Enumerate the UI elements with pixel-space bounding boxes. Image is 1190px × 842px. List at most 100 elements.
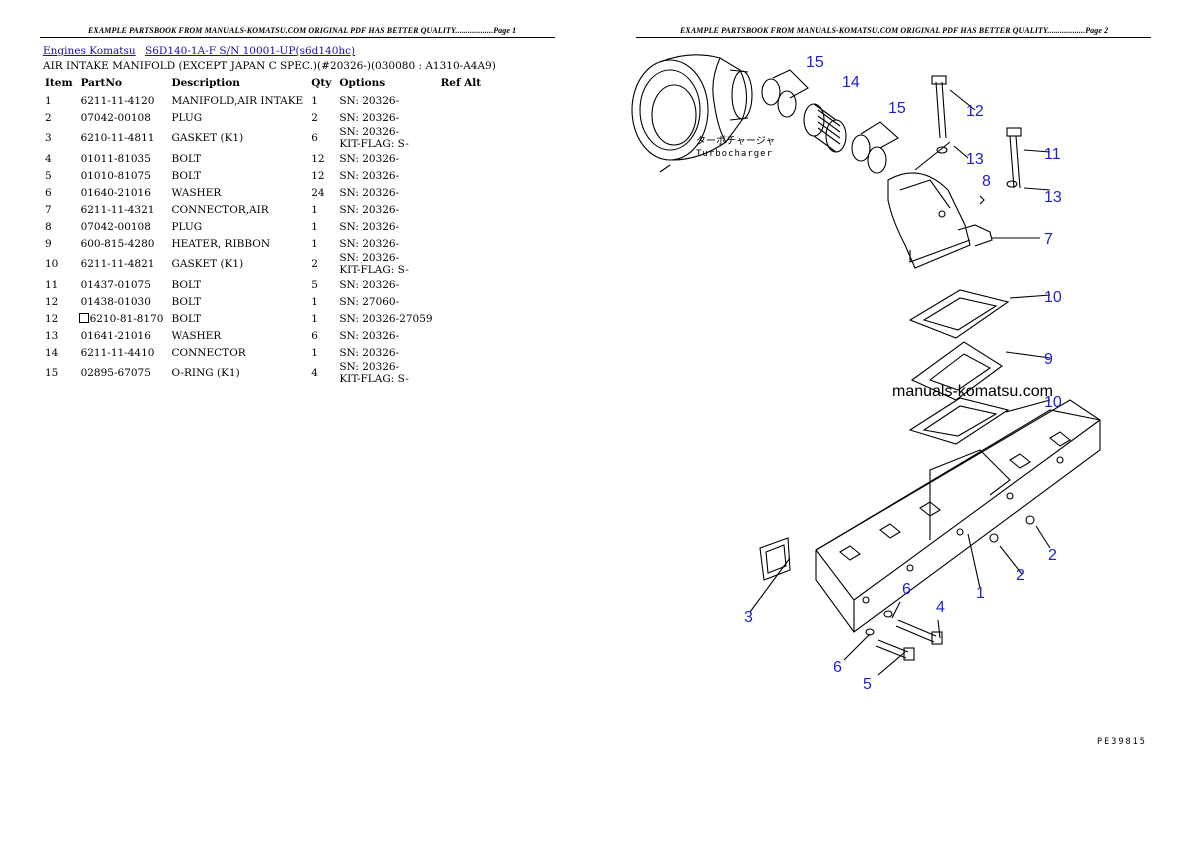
cell-refalt: [437, 218, 486, 235]
cell-partno: 01640-21016: [77, 184, 168, 201]
cell-qty: 1: [311, 346, 318, 359]
cell-qty: 12: [311, 152, 325, 165]
partno-text: 01011-81035: [80, 152, 151, 165]
cell-description: PLUG: [171, 220, 203, 233]
option-sn: SN: 20326-: [339, 152, 400, 165]
cell-options: SN: 20326-27059: [335, 310, 436, 327]
cell-refalt: [437, 344, 486, 361]
callout-6a: 6: [902, 581, 911, 598]
cell-qty: 4: [311, 367, 318, 379]
cell-refalt: [437, 327, 486, 344]
cell-description: O-RING (K1): [171, 367, 240, 379]
partno-text: 07042-00108: [80, 111, 151, 124]
cell-refalt: [437, 92, 486, 109]
cell-refalt: [437, 126, 486, 150]
callout-2b: 2: [1016, 567, 1025, 584]
cell-refalt: [437, 184, 486, 201]
intake-manifold-drawing: [815, 399, 1101, 633]
callout-6b: 6: [833, 659, 842, 676]
partno-text: 01640-21016: [80, 186, 151, 199]
cell-options: SN: 20326-: [335, 201, 436, 218]
cell-qty: 2: [311, 258, 318, 270]
partno-text: 01438-01030: [80, 295, 151, 308]
cell-partno: 01438-01030: [77, 293, 168, 310]
callout-9: 9: [1044, 351, 1053, 368]
cell-partno: 07042-00108: [77, 218, 168, 235]
cell-description: GASKET (K1): [171, 258, 244, 270]
cell-description: BOLT: [171, 295, 202, 308]
turbocharger-drawing: [631, 54, 753, 173]
cell-description: WASHER: [171, 329, 222, 342]
cell-options: SN: 20326-: [335, 184, 436, 201]
cell-qty: 1: [311, 237, 318, 250]
partno-text: 01437-01075: [80, 278, 151, 291]
breadcrumb-link-engines[interactable]: Engines Komatsu: [43, 45, 136, 57]
cell-qty: 1: [311, 312, 318, 325]
option-sn: SN: 20326-: [339, 186, 400, 199]
partno-text: 07042-00108: [80, 220, 151, 233]
option-sn: SN: 20326-: [339, 252, 400, 264]
partno-text: 01641-21016: [80, 329, 151, 342]
option-sn: SN: 20326-: [339, 329, 400, 342]
column-header-refalt: Ref Alt: [440, 77, 482, 89]
cell-item: 11: [45, 278, 59, 291]
partno-text: 6211-11-4120: [80, 94, 155, 107]
partno-text: 01010-81075: [80, 169, 151, 182]
option-kit-flag: KIT-FLAG: S-: [339, 138, 409, 150]
air-connector-drawing: [887, 172, 993, 269]
cell-options: SN: 20326-: [335, 276, 436, 293]
option-kit-flag: KIT-FLAG: S-: [339, 373, 409, 385]
option-sn: SN: 20326-: [339, 237, 400, 250]
cell-qty: 1: [311, 203, 318, 216]
cell-item: 8: [45, 220, 52, 233]
page-subtitle: AIR INTAKE MANIFOLD (EXCEPT JAPAN C SPEC…: [43, 60, 496, 72]
cell-partno: 600-815-4280: [77, 235, 168, 252]
cell-item: 13: [45, 329, 59, 342]
cell-refalt: [437, 252, 486, 276]
cell-refalt: [437, 201, 486, 218]
cell-partno: 07042-00108: [77, 109, 168, 126]
cell-options: SN: 20326-: [335, 150, 436, 167]
cell-qty: 1: [311, 220, 318, 233]
cell-description: BOLT: [171, 169, 202, 182]
callout-11: 11: [1044, 146, 1061, 163]
page-header-right: EXAMPLE PARTSBOOK FROM MANUALS-KOMATSU.C…: [680, 26, 1109, 35]
cell-description: GASKET (K1): [171, 132, 244, 144]
cell-item: 4: [45, 152, 52, 165]
cell-options: SN: 20326-: [335, 109, 436, 126]
column-header-partno: PartNo: [80, 77, 122, 89]
cell-partno: 01437-01075: [77, 276, 168, 293]
cell-item: 2: [45, 111, 52, 124]
breadcrumb-link-model[interactable]: S6D140-1A-F S/N 10001-UP(s6d140hc): [145, 45, 356, 57]
callout-3: 3: [744, 609, 753, 626]
cell-partno: 6210-11-4811: [77, 126, 168, 150]
header-rule-right: [636, 37, 1151, 38]
partno-text: 6210-11-4811: [80, 132, 155, 144]
option-sn: SN: 20326-: [339, 126, 400, 138]
cell-item: 7: [45, 203, 52, 216]
parts-table: Item PartNo Description Qty Options Ref …: [41, 76, 485, 385]
cell-item: 12: [45, 295, 59, 308]
cell-partno: 6211-11-4321: [77, 201, 168, 218]
cell-options: SN: 20326-: [335, 344, 436, 361]
column-header-description: Description: [171, 77, 240, 89]
cell-qty: 12: [311, 169, 325, 182]
cell-description: MANIFOLD,AIR INTAKE: [171, 94, 304, 107]
cell-options: SN: 20326-: [335, 167, 436, 184]
callout-12: 12: [966, 103, 984, 120]
option-sn: SN: 20326-: [339, 94, 400, 107]
callout-2a: 2: [1048, 547, 1057, 564]
cell-options: SN: 20326-: [335, 235, 436, 252]
cell-options: SN: 27060-: [335, 293, 436, 310]
callout-10a: 10: [1044, 289, 1062, 306]
cell-refalt: [437, 310, 486, 327]
callout-13a: 13: [966, 151, 984, 168]
cell-qty: 6: [311, 132, 318, 144]
cell-description: BOLT: [171, 312, 202, 325]
option-sn: SN: 27060-: [339, 295, 400, 308]
cell-item: 15: [45, 367, 59, 379]
callout-14: 14: [842, 74, 860, 91]
